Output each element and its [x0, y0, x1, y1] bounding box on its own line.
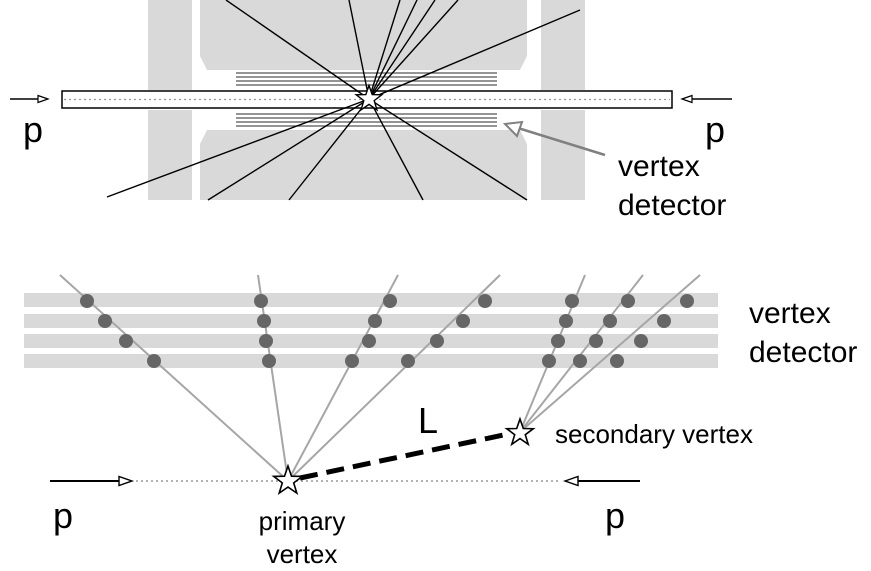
bottom-beam-label-left: p [53, 495, 73, 536]
bottom-beam-label-right: p [605, 495, 625, 536]
top-beam-arrow-right [680, 94, 732, 104]
bottom-vertex-layers [236, 113, 497, 127]
top-tracks [106, 0, 581, 201]
top-right-outer-block [541, 0, 585, 90]
top-beam-label-left: p [23, 109, 43, 150]
bottom-beam-arrow-right [562, 475, 640, 487]
bottom-detector-label-line2: detector [749, 336, 857, 369]
top-detector-label-line1: vertex [618, 150, 700, 183]
bottom-panel: vertex detector L secondary vertex prima… [24, 274, 857, 569]
bottom-left-outer-block [148, 110, 192, 200]
top-beam-label-right: p [705, 109, 725, 150]
bottom-inner-block [200, 130, 527, 200]
decay-length-line [299, 431, 509, 481]
decay-length-label: L [418, 400, 438, 441]
detector-hits [80, 294, 694, 368]
top-panel: p p vertex detector [10, 0, 732, 222]
secondary-vertex-star-icon [504, 416, 536, 447]
top-collision-star-icon [354, 83, 384, 112]
top-detector-pointer-arrow [502, 120, 606, 157]
bottom-right-outer-block [541, 110, 585, 200]
primary-vertex-star-icon [271, 463, 305, 496]
top-inner-block [200, 0, 527, 70]
bottom-detector-label-line1: vertex [749, 297, 831, 330]
bottom-beam-arrow-left [50, 475, 135, 487]
top-detector-label-line2: detector [618, 189, 726, 222]
primary-vertex-label-line2: vertex [267, 539, 338, 569]
primary-vertex-label-line1: primary [259, 506, 346, 536]
top-beam-arrow-left [10, 94, 50, 104]
primary-tracks [59, 274, 501, 482]
secondary-vertex-label: secondary vertex [555, 419, 753, 449]
top-left-outer-block [148, 0, 192, 90]
